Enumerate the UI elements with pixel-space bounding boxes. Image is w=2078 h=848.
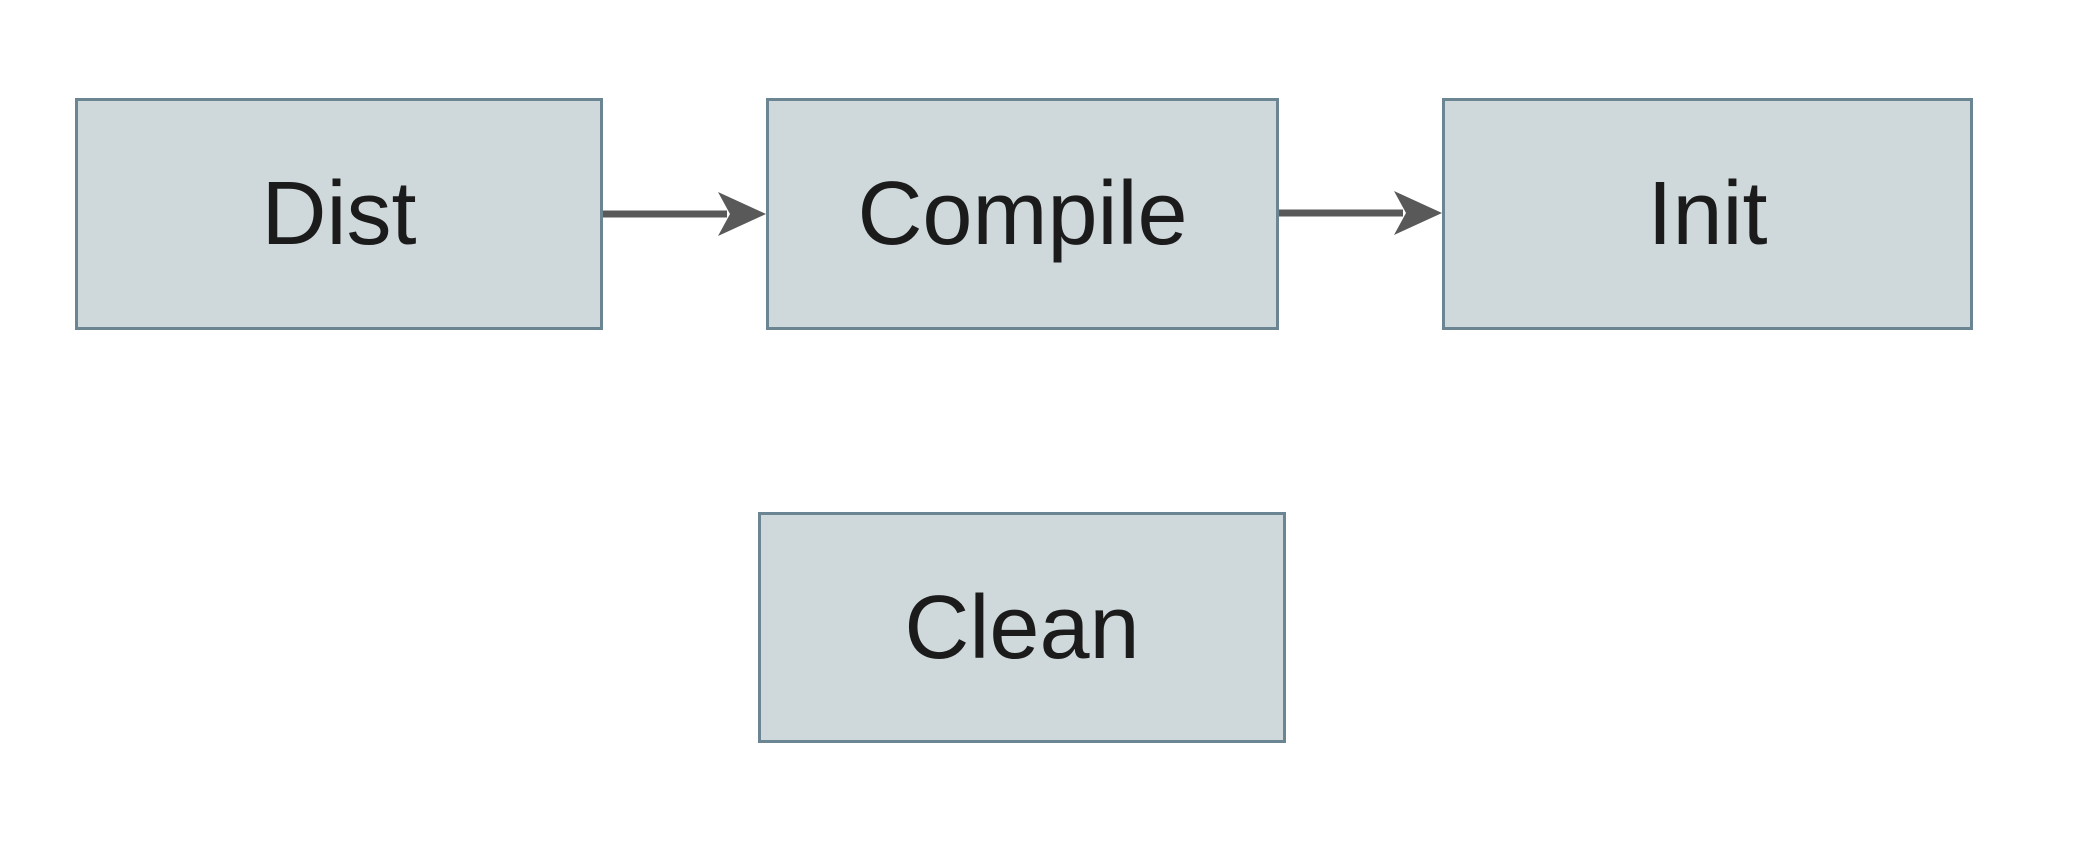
- node-init-label: Init: [1647, 164, 1768, 264]
- arrow-compile-to-init[interactable]: [1279, 191, 1442, 235]
- node-init[interactable]: Init: [1442, 98, 1973, 330]
- arrow-head-icon: [718, 192, 766, 236]
- node-dist[interactable]: Dist: [75, 98, 603, 330]
- node-clean[interactable]: Clean: [758, 512, 1286, 743]
- arrow-dist-to-compile[interactable]: [603, 192, 766, 236]
- node-compile-label: Compile: [857, 164, 1188, 264]
- node-dist-label: Dist: [261, 164, 417, 264]
- arrow-head-icon: [1394, 191, 1442, 235]
- node-compile[interactable]: Compile: [766, 98, 1279, 330]
- node-clean-label: Clean: [904, 577, 1140, 678]
